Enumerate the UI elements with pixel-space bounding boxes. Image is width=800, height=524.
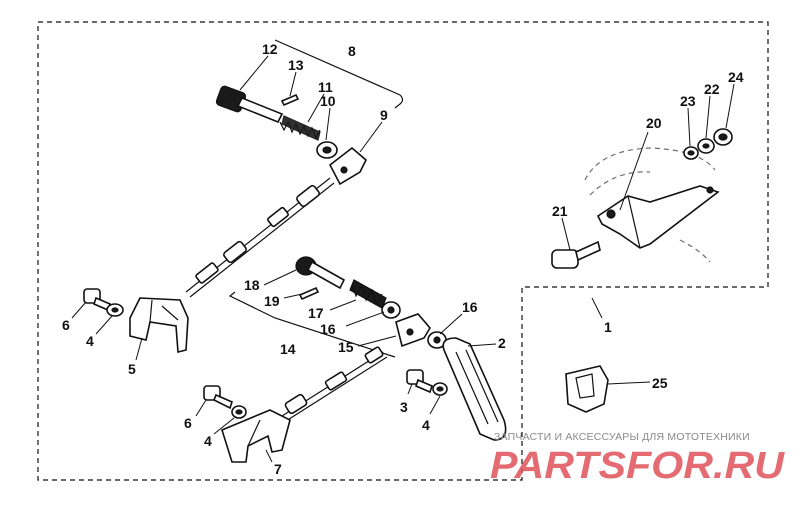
- washer-4-lower: [231, 405, 247, 419]
- leader-20: [619, 131, 649, 211]
- screw-6-upper: [83, 288, 111, 312]
- bracket-5: [129, 297, 189, 354]
- clevis-9: [328, 146, 367, 186]
- callout-6-upper: 6: [62, 317, 70, 333]
- leader-2: [467, 343, 497, 347]
- leader-21: [561, 217, 571, 251]
- callout-22: 22: [704, 81, 720, 97]
- clip-25: [565, 365, 609, 413]
- leader-4c: [429, 395, 441, 415]
- engine-outline: [584, 147, 716, 263]
- watermark-brand: PARTSFOR.RU: [490, 445, 786, 487]
- callout-14: 14: [280, 341, 296, 357]
- leader-6b: [195, 399, 207, 417]
- leader-23: [687, 107, 691, 147]
- callout-16-left: 16: [320, 321, 336, 337]
- nut-24: [713, 128, 733, 146]
- screw-3: [406, 369, 433, 394]
- leader-11: [307, 93, 325, 123]
- callout-4-lower: 4: [204, 433, 212, 449]
- clevis-15: [395, 313, 431, 348]
- leader-3: [407, 383, 413, 395]
- group-bracket-14: [228, 291, 396, 358]
- spring-11: [279, 115, 321, 141]
- callout-20: 20: [646, 115, 662, 131]
- lever-arm-2: [442, 337, 507, 441]
- washer-22: [697, 138, 715, 154]
- callout-12: 12: [262, 41, 278, 57]
- callout-2: 2: [498, 335, 506, 351]
- knob-screw-12: [215, 85, 284, 124]
- callout-19: 19: [264, 293, 280, 309]
- callout-5: 5: [128, 361, 136, 377]
- pin-13: [280, 93, 300, 107]
- washer-23: [683, 146, 699, 160]
- upper-cable-rod: [185, 177, 335, 298]
- callout-25: 25: [652, 375, 668, 391]
- callout-8: 8: [348, 43, 356, 59]
- leader-7: [265, 449, 273, 463]
- leader-13: [289, 71, 297, 97]
- group-bracket-8: [274, 39, 404, 109]
- callout-11: 11: [318, 79, 333, 95]
- spring-17: [349, 279, 387, 309]
- leader-17: [329, 299, 357, 311]
- washer-4-lever: [432, 382, 448, 396]
- leader-22: [705, 95, 711, 139]
- leader-5: [135, 337, 143, 361]
- leader-10: [325, 107, 331, 141]
- leader-1: [591, 297, 603, 319]
- callout-16-right: 16: [462, 299, 478, 315]
- leader-4b: [213, 417, 235, 435]
- callout-13: 13: [288, 57, 304, 73]
- screw-6-lower: [203, 385, 233, 410]
- callout-24: 24: [728, 69, 744, 85]
- leader-16b: [439, 313, 463, 335]
- bolt-21: [551, 240, 601, 269]
- callout-18: 18: [244, 277, 260, 293]
- bracket-20: [596, 185, 720, 249]
- callout-6-lower: 6: [184, 415, 192, 431]
- watermark-caption: ЗАПЧАСТИ И АКСЕССУАРЫ ДЛЯ МОТОТЕХНИКИ: [494, 431, 750, 443]
- bracket-7: [221, 409, 291, 463]
- washer-16-lower: [427, 331, 447, 349]
- washer-10: [316, 141, 338, 159]
- callout-10: 10: [320, 93, 336, 109]
- leader-6a: [71, 301, 87, 319]
- leader-15: [357, 335, 397, 347]
- callout-21: 21: [552, 203, 568, 219]
- leader-19: [283, 293, 303, 299]
- assembly-boundary: [37, 21, 769, 481]
- callout-17: 17: [308, 305, 324, 321]
- callout-4-upper: 4: [86, 333, 94, 349]
- callout-23: 23: [680, 93, 696, 109]
- leader-18: [263, 269, 297, 286]
- pin-19: [298, 286, 320, 301]
- leader-25: [607, 381, 651, 385]
- leader-24: [725, 83, 735, 129]
- washer-4-upper: [106, 303, 124, 317]
- callout-7: 7: [274, 461, 282, 477]
- leader-9: [359, 121, 383, 153]
- callout-1: 1: [604, 319, 612, 335]
- leader-12: [239, 55, 269, 91]
- knob-screw-18: [295, 256, 346, 290]
- leader-16a: [345, 311, 385, 327]
- leader-4a: [95, 315, 113, 335]
- lower-cable-rod: [281, 346, 388, 422]
- callout-9: 9: [380, 107, 388, 123]
- callout-15: 15: [338, 339, 354, 355]
- callout-4-lever: 4: [422, 417, 430, 433]
- callout-3: 3: [400, 399, 408, 415]
- washer-16-upper: [381, 301, 401, 319]
